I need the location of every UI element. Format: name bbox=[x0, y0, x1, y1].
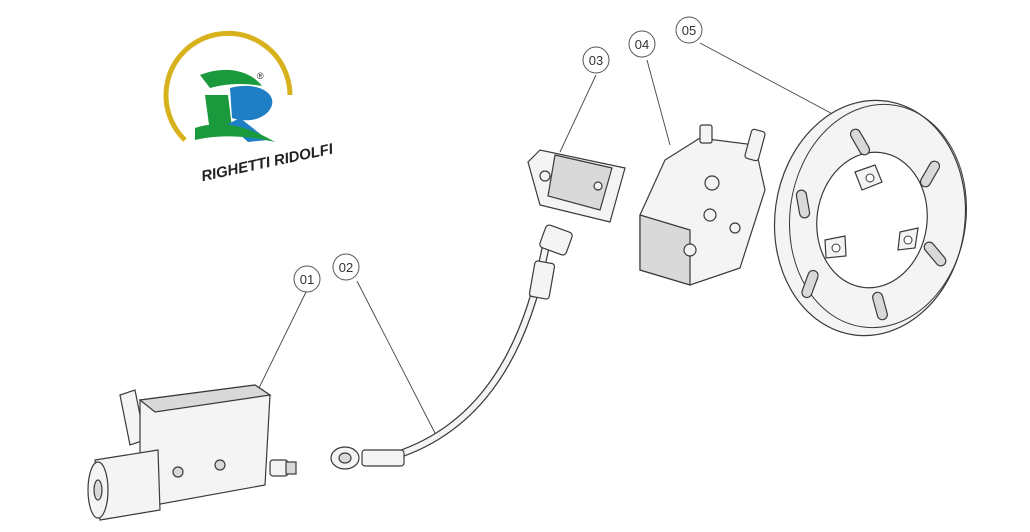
callout-label-03: 03 bbox=[589, 53, 603, 68]
brand-name: RIGHETTI RIDOLFI bbox=[200, 140, 336, 185]
callout-label-01: 01 bbox=[300, 272, 314, 287]
callout-04: 04 bbox=[628, 30, 656, 58]
brake-caliper bbox=[639, 124, 766, 286]
leader-lines bbox=[257, 42, 841, 438]
callout-03: 03 bbox=[582, 46, 610, 74]
callout-05: 05 bbox=[675, 16, 703, 44]
callout-02: 02 bbox=[332, 253, 360, 281]
callout-label-05: 05 bbox=[682, 23, 696, 38]
brake-hose bbox=[330, 224, 573, 470]
registered-mark: ® bbox=[257, 71, 264, 81]
brake-disc bbox=[773, 99, 968, 337]
master-cylinder bbox=[87, 384, 297, 521]
callout-01: 01 bbox=[293, 265, 321, 293]
callout-label-04: 04 bbox=[635, 37, 649, 52]
brake-pad bbox=[527, 149, 626, 223]
brand-logo: ® RIGHETTI RIDOLFI bbox=[163, 30, 336, 185]
callout-label-02: 02 bbox=[339, 260, 353, 275]
